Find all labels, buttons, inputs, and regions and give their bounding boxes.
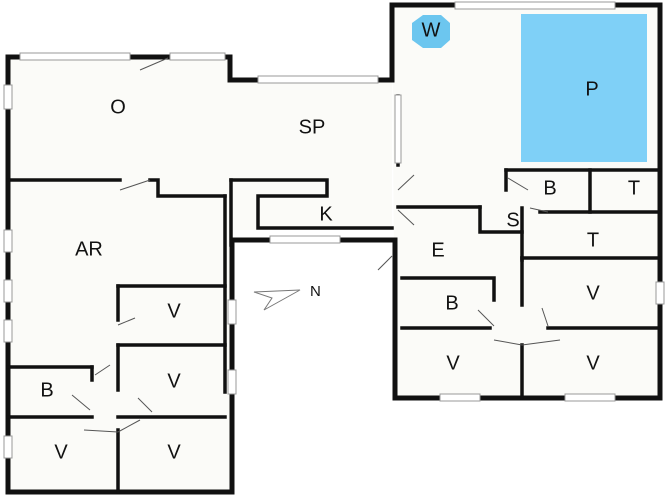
floor-left-wing [8, 57, 392, 492]
room-label-v-right-mid: V [586, 282, 600, 304]
interior-walls [6, 94, 662, 494]
room-label-v-left-1: V [167, 300, 181, 322]
pool [521, 14, 647, 162]
room-label-s: S [506, 209, 519, 231]
room-label-w: W [422, 19, 441, 41]
room-label-v-left-bl: V [54, 441, 68, 463]
room-label-sp: SP [299, 116, 326, 138]
exterior-wall-left-wing [5, 2, 663, 495]
room-label-b-left: B [40, 379, 53, 401]
room-label-t-lower: T [587, 229, 599, 251]
room-label-ar: AR [75, 238, 103, 260]
room-label-b-right: B [445, 292, 458, 314]
room-label-v-right-bl: V [446, 352, 460, 374]
room-label-k: K [319, 203, 333, 225]
north-arrow-icon [253, 289, 301, 311]
room-label-v-left-2: V [167, 370, 181, 392]
room-label-o: O [110, 96, 126, 118]
whirlpool [412, 15, 450, 48]
room-label-t-upper: T [628, 177, 640, 199]
room-label-v-left-br: V [167, 441, 181, 463]
north-arrow: N [253, 283, 321, 311]
north-label: N [310, 283, 321, 300]
windows [3, 1, 665, 459]
room-labels: O SP K AR W P B T S T E B V V V V V B V … [40, 19, 640, 463]
room-label-b-upper: B [543, 177, 556, 199]
room-label-e: E [431, 239, 444, 261]
doors [71, 57, 561, 433]
room-label-p: P [585, 78, 598, 100]
room-label-v-right-br: V [586, 352, 600, 374]
